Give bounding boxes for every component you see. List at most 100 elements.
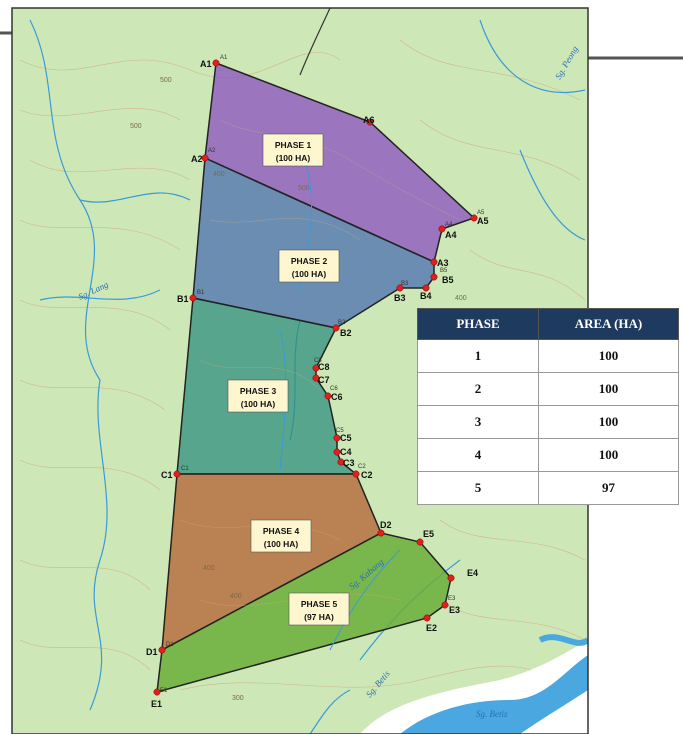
- point-label-a6: A6: [363, 115, 375, 125]
- point-sublabel-e1: E1: [160, 688, 168, 694]
- phase-5-label: PHASE 5 (97 HA): [288, 592, 350, 626]
- table-header-phase: PHASE: [417, 308, 539, 340]
- point-sublabel-d1: D1: [166, 642, 174, 648]
- point-label-e4: E4: [467, 568, 478, 578]
- table-cell-area: 100: [538, 438, 679, 472]
- contour-label: 500: [130, 123, 142, 130]
- point-b5: [430, 273, 438, 281]
- point-label-a4: A4: [445, 230, 457, 240]
- point-label-c5: C5: [340, 433, 352, 443]
- svg-text:(100 HA): (100 HA): [292, 269, 327, 279]
- phase-area-table: PHASE AREA (HA) 1 100 2 100 3 100 4 100 …: [417, 308, 679, 505]
- contour-label: 500: [160, 77, 172, 84]
- point-b4: [422, 284, 430, 292]
- point-sublabel-b1: B1: [197, 290, 205, 296]
- point-label-e1: E1: [151, 699, 162, 709]
- point-a1: [212, 59, 220, 67]
- svg-text:PHASE 1: PHASE 1: [275, 140, 312, 150]
- table-cell-phase: 3: [417, 405, 539, 439]
- point-label-b1: B1: [177, 294, 189, 304]
- table-cell-phase: 2: [417, 372, 539, 406]
- phase-4-label: PHASE 4 (100 HA): [250, 519, 312, 553]
- point-a5: [470, 214, 478, 222]
- point-label-a2: A2: [191, 154, 203, 164]
- point-c1: [173, 470, 181, 478]
- contour-label: 500: [298, 185, 310, 192]
- point-label-c7: C7: [318, 375, 330, 385]
- point-sublabel-e3: E3: [448, 596, 456, 602]
- contour-label: 400: [230, 593, 242, 600]
- point-label-b3: B3: [394, 293, 406, 303]
- point-sublabel-b3: B3: [401, 281, 409, 287]
- river-betis-bank: [538, 634, 588, 646]
- point-label-c1: C1: [161, 470, 173, 480]
- svg-text:(100 HA): (100 HA): [276, 153, 311, 163]
- point-c6: [324, 392, 332, 400]
- table-row: 4 100: [417, 438, 679, 472]
- point-label-e3: E3: [449, 605, 460, 615]
- point-label-e5: E5: [423, 529, 434, 539]
- svg-text:PHASE 2: PHASE 2: [291, 256, 328, 266]
- point-c8: [312, 364, 320, 372]
- point-e1: [153, 688, 161, 696]
- svg-text:(100 HA): (100 HA): [241, 399, 276, 409]
- point-b1: [189, 294, 197, 302]
- point-label-b2: B2: [340, 328, 352, 338]
- point-b3: [396, 284, 404, 292]
- table-cell-phase: 5: [417, 471, 539, 505]
- point-sublabel-a4: A4: [445, 222, 453, 228]
- contour-label: 400: [455, 295, 467, 302]
- contour-label: 400: [213, 171, 225, 178]
- river-label-betis-2: Sg. Betis: [476, 709, 508, 719]
- svg-text:PHASE 3: PHASE 3: [240, 386, 277, 396]
- point-e3: [441, 601, 449, 609]
- svg-text:PHASE 5: PHASE 5: [301, 599, 338, 609]
- point-sublabel-c5: C5: [336, 428, 344, 434]
- point-label-a5: A5: [477, 216, 489, 226]
- table-cell-area: 100: [538, 339, 679, 373]
- point-label-e2: E2: [426, 623, 437, 633]
- phase-1-label: PHASE 1 (100 HA): [262, 133, 324, 167]
- table-row: 3 100: [417, 405, 679, 439]
- point-sublabel-b5: B5: [440, 268, 448, 274]
- point-d1: [158, 646, 166, 654]
- table-cell-area: 97: [538, 471, 679, 505]
- point-label-c2: C2: [361, 470, 373, 480]
- point-c4: [333, 448, 341, 456]
- table-cell-phase: 1: [417, 339, 539, 373]
- point-b2: [332, 324, 340, 332]
- point-sublabel-b2: B2: [338, 320, 346, 326]
- point-label-c3: C3: [343, 458, 355, 468]
- phase-3-label: PHASE 3 (100 HA): [227, 379, 289, 413]
- phase-2-label: PHASE 2 (100 HA): [278, 249, 340, 283]
- point-d2: [377, 529, 385, 537]
- point-label-a1: A1: [200, 59, 212, 69]
- point-labels: A1 A1 A2 A2 A3 A4 A4 A5 A5 A6 B1 B1 B2 B…: [146, 55, 489, 709]
- table-row: 2 100: [417, 372, 679, 406]
- point-label-c8: C8: [318, 362, 330, 372]
- point-a6: [366, 118, 374, 126]
- point-sublabel-a5: A5: [477, 210, 485, 216]
- svg-text:(100 HA): (100 HA): [264, 539, 299, 549]
- point-label-d2: D2: [380, 520, 392, 530]
- point-sublabel-c1: C1: [181, 466, 189, 472]
- access-road: [299, 8, 331, 76]
- table-row: 1 100: [417, 339, 679, 373]
- table-cell-area: 100: [538, 405, 679, 439]
- point-label-b5: B5: [442, 275, 454, 285]
- contour-label: 300: [232, 695, 244, 702]
- boundary-points: [153, 59, 478, 696]
- point-sublabel-a2: A2: [208, 148, 216, 154]
- contour-label: 400: [203, 565, 215, 572]
- table-header-row: PHASE AREA (HA): [417, 308, 679, 340]
- contour-lines: [19, 39, 586, 691]
- point-sublabel-c6: C6: [330, 386, 338, 392]
- river-betis-water: [400, 655, 588, 734]
- table-cell-phase: 4: [417, 438, 539, 472]
- svg-text:PHASE 4: PHASE 4: [263, 526, 300, 536]
- table-header-area: AREA (HA): [538, 308, 679, 340]
- point-sublabel-c2: C2: [358, 464, 366, 470]
- point-label-c4: C4: [340, 447, 352, 457]
- point-e5: [416, 538, 424, 546]
- point-c3: [337, 458, 345, 466]
